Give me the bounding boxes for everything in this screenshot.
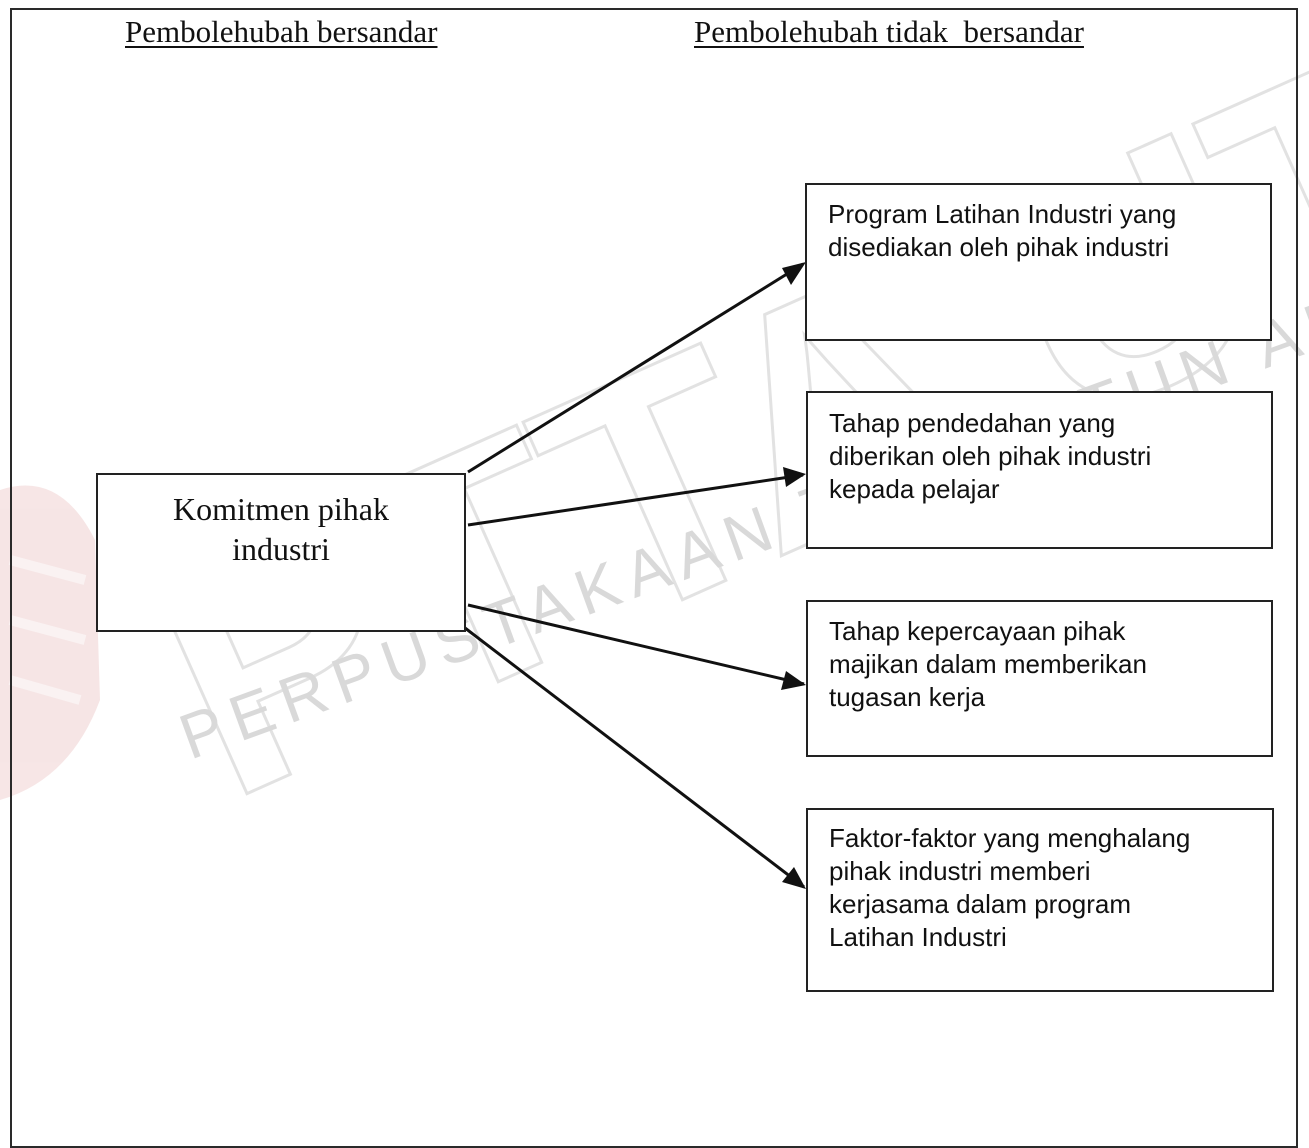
source-label: Komitmen pihak industri: [173, 491, 389, 567]
arrow-to-target-1: [467, 262, 804, 474]
target-box-3: Tahap kepercayaan pihak majikan dalam me…: [806, 600, 1273, 757]
arrowhead-1: [782, 262, 806, 285]
target-label-3: Tahap kepercayaan pihak majikan dalam me…: [829, 616, 1147, 712]
dependent-variable-heading: Pembolehubah bersandar: [125, 14, 438, 49]
target-label-2: Tahap pendedahan yang diberikan oleh pih…: [829, 408, 1152, 504]
target-box-1: Program Latihan Industri yang disediakan…: [805, 183, 1272, 341]
independent-variable-heading: Pembolehubah tidak bersandar: [694, 14, 1084, 49]
target-label-1: Program Latihan Industri yang disediakan…: [828, 199, 1177, 262]
arrowhead-3: [781, 671, 806, 690]
target-box-4: Faktor-faktor yang menghalang pihak indu…: [806, 808, 1274, 992]
arrowhead-4: [782, 867, 806, 889]
arrow-to-target-4: [464, 626, 805, 889]
arrowhead-2: [783, 467, 806, 487]
target-box-2: Tahap pendedahan yang diberikan oleh pih…: [806, 391, 1273, 549]
arrow-to-target-3: [467, 603, 805, 686]
source-box: Komitmen pihak industri: [96, 473, 466, 632]
target-label-4: Faktor-faktor yang menghalang pihak indu…: [829, 823, 1191, 952]
arrow-to-target-2: [467, 473, 804, 527]
